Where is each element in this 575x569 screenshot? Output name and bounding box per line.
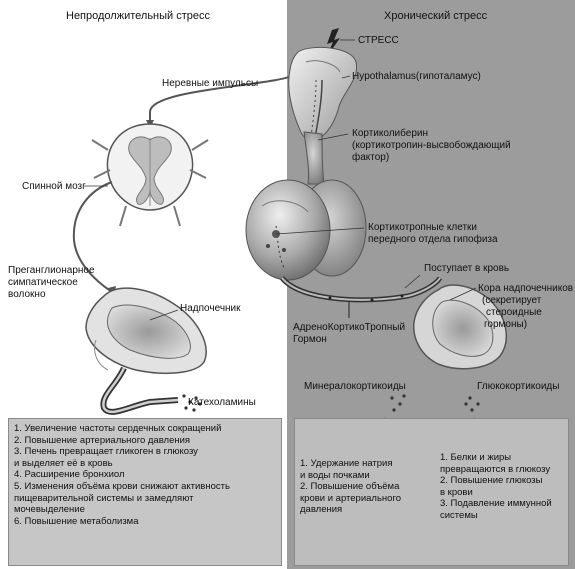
corticotropic-label-2: передного отдела гипофиза — [368, 234, 498, 245]
list-item: 2. Повышение глюкозы — [440, 475, 543, 487]
short-term-effects-box — [8, 418, 282, 566]
catecholamine-dots — [182, 394, 202, 412]
left-panel-title: Непродолжительный стресс — [66, 10, 210, 22]
list-item: 2. Повышение артериального давления — [14, 434, 191, 446]
list-item: превращаются в глюкозу — [440, 463, 551, 475]
spinal-cord-label: Спинной мозг — [22, 181, 86, 192]
list-item: пищеварительной системы и замедляют — [14, 492, 194, 504]
glucocorticoids-label: Глюкокортикоиды — [477, 381, 560, 392]
list-item: давления — [300, 504, 343, 516]
list-item: 1. Увеличение частоты сердечных сокращен… — [14, 423, 222, 434]
into-blood-label: Поступает в кровь — [424, 263, 510, 274]
cortex-label-1: Кора надпочечников — [478, 283, 574, 294]
acth-label-2: Гормон — [293, 334, 327, 345]
list-item: 3. Подавление иммунной — [440, 498, 552, 510]
stress-label: СТРЕСС — [358, 35, 399, 46]
list-item: 5. Изменения объёма крови снижают активн… — [14, 480, 230, 492]
list-item: 2. Повышение объёма — [300, 481, 400, 493]
leader-lines — [84, 39, 477, 321]
crh-label-3: фактор) — [352, 152, 390, 163]
nerve-impulses-label: Нерeвные импульсы — [162, 78, 259, 89]
adrenal-label: Надпочечник — [180, 303, 241, 314]
corticotropic-label-1: Кортикотропные клетки — [368, 222, 477, 233]
catecholamines-label: Катехоламины — [188, 397, 256, 408]
chronic-effects-box — [294, 418, 569, 566]
list-item: и воды почками — [300, 469, 370, 481]
list-item: крови и артериального — [300, 492, 401, 504]
preganglionic-label-1: Преганглионарное — [8, 265, 95, 276]
mineralocorticoid-dots — [390, 394, 406, 412]
list-item: и выделяет её в кровь — [14, 457, 113, 469]
right-panel-title: Хронический стресс — [384, 10, 488, 22]
hypothalamus-label: Hypothalamus(гипоталамус) — [352, 71, 481, 82]
cortex-label-3: стероидные — [486, 307, 542, 318]
list-item: 6. Повышение метаболизма — [14, 515, 139, 527]
short-term-effects-list: 1. Увеличение частоты сердечных сокращен… — [14, 423, 230, 527]
list-item: системы — [440, 509, 478, 521]
list-item: 1. Удержание натрия — [300, 458, 393, 469]
cortex-label-2: (секретирует — [482, 295, 542, 306]
mineralocorticoids-label: Минералокортикоиды — [304, 381, 406, 392]
mineralocorticoid-effects-list: 1. Удержание натрия и воды почками 2. По… — [300, 458, 401, 516]
adrenal-gland-right — [413, 284, 508, 370]
nerve-impulse-path — [149, 73, 297, 124]
crh-label-1: Кортиколиберин — [352, 128, 428, 139]
glucocorticoid-dots — [464, 396, 480, 412]
preganglionic-fiber — [72, 181, 113, 293]
glucocorticoid-effects-list: 1. Белки и жиры превращаются в глюкозу 2… — [440, 452, 552, 522]
list-item: 4. Расширение бронхиол — [14, 469, 125, 481]
list-item: мочевыделение — [14, 504, 85, 516]
preganglionic-label-2: симпатическое — [8, 277, 78, 288]
preganglionic-label-3: волокно — [8, 289, 46, 300]
list-item: 3. Печень превращает гликоген в глюкозу — [14, 446, 198, 458]
cortex-label-4: гормоны) — [484, 319, 528, 330]
spinal-cord-illustration — [91, 123, 209, 227]
crh-label-2: (кортикотропин-высвобождающий — [352, 140, 511, 151]
adrenal-gland-left — [85, 287, 207, 375]
list-item: в крови — [440, 486, 473, 498]
acth-label-1: АдреноКортикоТропный — [293, 322, 406, 333]
blood-vessel — [280, 276, 443, 303]
list-item: 1. Белки и жиры — [440, 452, 512, 463]
pituitary-anterior-lobe — [245, 179, 331, 281]
